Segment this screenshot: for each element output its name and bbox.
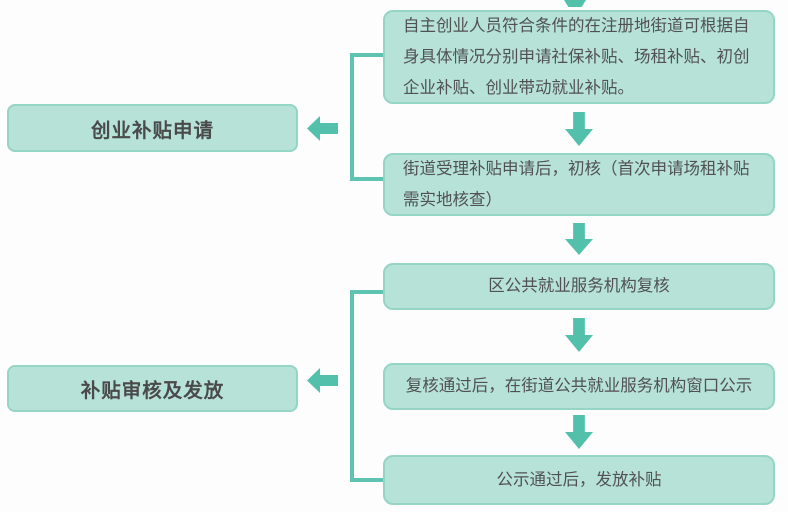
step-text-line: 需实地核查） xyxy=(403,190,502,209)
stage-label-text: 创业补贴申请 xyxy=(90,119,214,142)
step-text-line: 区公共就业服务机构复核 xyxy=(488,277,670,295)
flow-step-street-initial-review: 街道受理补贴申请后，初核（首次申请场租补贴 需实地核查） xyxy=(383,153,775,216)
arrow-left-icon xyxy=(307,116,338,141)
arrow-down-icon xyxy=(565,112,593,146)
step-text-line: 企业补贴、创业带动就业补贴。 xyxy=(403,78,634,97)
arrow-down-icon xyxy=(565,223,593,255)
step-text-line: 自主创业人员符合条件的在注册地街道可根据自 xyxy=(403,16,750,35)
arrow-down-icon xyxy=(564,0,586,7)
step-text-line: 身具体情况分别申请社保补贴、场租补贴、初创 xyxy=(403,47,750,66)
arrow-left-icon xyxy=(307,368,338,393)
step-text-line: 街道受理补贴申请后，初核（首次申请场租补贴 xyxy=(403,159,750,178)
stage-label-application: 创业补贴申请 xyxy=(7,104,298,152)
flow-step-public-notice: 复核通过后，在街道公共就业服务机构窗口公示 xyxy=(383,363,775,410)
flow-step-eligibility: 自主创业人员符合条件的在注册地街道可根据自 身具体情况分别申请社保补贴、场租补贴… xyxy=(383,10,775,104)
arrow-down-icon xyxy=(565,318,593,352)
group-bracket-review xyxy=(350,290,383,482)
group-bracket-application xyxy=(350,53,383,181)
stage-label-review-and-grant: 补贴审核及发放 xyxy=(7,365,298,412)
flow-step-grant-subsidy: 公示通过后，发放补贴 xyxy=(383,455,775,505)
arrow-down-icon xyxy=(565,415,593,449)
stage-label-text: 补贴审核及发放 xyxy=(80,380,225,402)
flow-step-district-recheck: 区公共就业服务机构复核 xyxy=(383,263,775,310)
step-text-line: 公示通过后，发放补贴 xyxy=(496,470,662,489)
step-text-line: 复核通过后，在街道公共就业服务机构窗口公示 xyxy=(405,377,753,395)
